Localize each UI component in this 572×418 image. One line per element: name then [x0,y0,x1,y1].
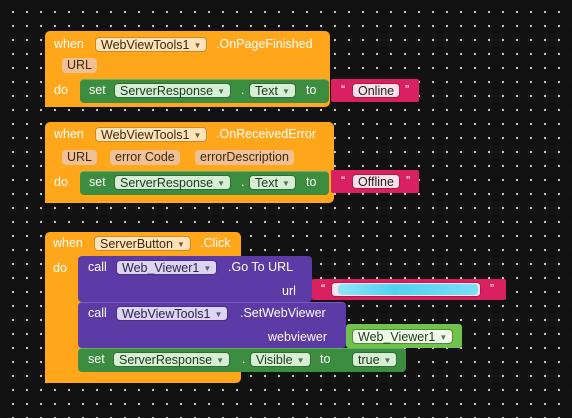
quote-close-icon: ” [490,282,495,296]
do-label: do [54,83,68,97]
quote-open-icon: “ [341,83,346,97]
dropdown-arrow-icon: ▼ [296,356,305,365]
call-component-dropdown[interactable]: WebViewTools1▼ [116,306,229,321]
text-value[interactable]: Offline [352,174,400,189]
param-error-description[interactable]: errorDescription [195,150,294,165]
event-name: .Click [200,236,231,250]
component-dropdown[interactable]: WebViewTools1▼ [95,127,208,142]
quote-close-icon: ” [405,83,410,97]
webviewer-arg-label: webviewer [268,330,328,344]
property-label: Text [255,84,278,98]
component-dropdown-label: ServerButton [100,237,173,251]
dropdown-arrow-icon: ▼ [439,333,448,342]
component-value-label: Web_Viewer1 [358,330,436,344]
boolean-value-label: true [358,353,380,367]
property-label: Text [255,176,278,190]
call-component-label: Web_Viewer1 [122,261,200,275]
param-error-code[interactable]: error Code [110,150,180,165]
event-name: .OnPageFinished [216,37,313,51]
set-label: set [89,175,106,189]
property-dropdown[interactable]: Visible▼ [250,352,311,367]
param-url[interactable]: URL [62,150,98,165]
set-component-dropdown[interactable]: ServerResponse▼ [114,83,232,98]
to-label: to [306,83,317,97]
dropdown-arrow-icon: ▼ [383,356,392,365]
param-url[interactable]: URL [62,58,98,73]
dot-label: . [242,352,246,366]
call-label: call [88,306,107,320]
dropdown-arrow-icon: ▼ [214,310,223,319]
set-component-dropdown[interactable]: ServerResponse▼ [113,352,231,367]
set-label: set [89,83,106,97]
to-label: to [306,175,317,189]
dropdown-arrow-icon: ▼ [217,179,226,188]
component-value-dropdown[interactable]: Web_Viewer1▼ [352,329,454,344]
redacted-url-mark [338,284,478,295]
method-name: .Go To URL [228,260,294,274]
quote-open-icon: “ [341,174,346,188]
quote-close-icon: ” [406,174,411,188]
set-component-label: ServerResponse [119,353,213,367]
to-label: to [320,352,331,366]
call-label: call [88,260,107,274]
set-label: set [88,352,105,366]
component-dropdown-label: WebViewTools1 [101,128,190,142]
set-component-label: ServerResponse [120,176,214,190]
dropdown-arrow-icon: ▼ [216,356,225,365]
dropdown-arrow-icon: ▼ [193,41,202,50]
text-value[interactable]: Online [352,83,401,98]
do-label: do [54,175,68,189]
dropdown-arrow-icon: ▼ [176,240,185,249]
dot-label: . [241,175,245,189]
set-component-label: ServerResponse [120,84,214,98]
dot-label: . [241,83,245,97]
component-dropdown[interactable]: ServerButton▼ [94,236,191,251]
method-name: .SetWebViewer [240,306,326,320]
quote-open-icon: “ [321,282,326,296]
call-component-dropdown[interactable]: Web_Viewer1▼ [116,260,218,275]
call-component-label: WebViewTools1 [122,307,211,321]
component-dropdown-label: WebViewTools1 [101,38,190,52]
dropdown-arrow-icon: ▼ [217,87,226,96]
property-dropdown[interactable]: Text▼ [249,175,296,190]
when-label: when [54,127,84,141]
url-arg-label: url [282,284,296,298]
dropdown-arrow-icon: ▼ [193,131,202,140]
dropdown-arrow-icon: ▼ [281,179,290,188]
boolean-dropdown[interactable]: true▼ [352,352,398,367]
dropdown-arrow-icon: ▼ [281,87,290,96]
when-label: when [53,236,83,250]
dropdown-arrow-icon: ▼ [203,264,212,273]
property-label: Visible [256,353,293,367]
set-component-dropdown[interactable]: ServerResponse▼ [114,175,232,190]
event-name: .OnReceivedError [216,127,317,141]
property-dropdown[interactable]: Text▼ [249,83,296,98]
when-label: when [54,37,84,51]
do-label: do [53,261,67,275]
component-dropdown[interactable]: WebViewTools1▼ [95,37,208,52]
